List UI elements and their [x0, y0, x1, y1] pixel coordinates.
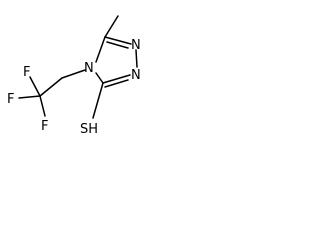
- atom-f-bottom: F: [41, 119, 48, 134]
- atom-f-left: F: [7, 92, 14, 107]
- bond-cf3-f-bottom: [39, 95, 46, 117]
- molecule-structure: N N N F F F SH: [7, 15, 141, 137]
- bond-n4-c5: [95, 36, 106, 63]
- bond-c3-sh: [92, 82, 104, 119]
- bond-c5-n1-double: [106, 41, 129, 49]
- bond-ch2-cf3: [39, 77, 63, 97]
- bond-cf3-f-left: [18, 95, 41, 99]
- bond-c5-n1: [104, 36, 132, 45]
- atom-sh-group: SH: [80, 122, 98, 137]
- bond-n1-n2: [135, 49, 138, 68]
- bond-cf3-f-top: [29, 76, 41, 97]
- bond-n2-c3-double: [104, 79, 129, 88]
- bond-c3-n4: [95, 72, 104, 84]
- bond-n2-c3: [102, 74, 131, 84]
- bond-n4-ch2: [61, 69, 86, 79]
- atom-n-ring-bottom: N: [131, 68, 141, 83]
- atom-f-top: F: [23, 65, 30, 80]
- bond-methyl: [104, 15, 119, 38]
- atom-n-ring-top: N: [131, 38, 141, 53]
- atom-n-ring-sub: N: [84, 61, 94, 76]
